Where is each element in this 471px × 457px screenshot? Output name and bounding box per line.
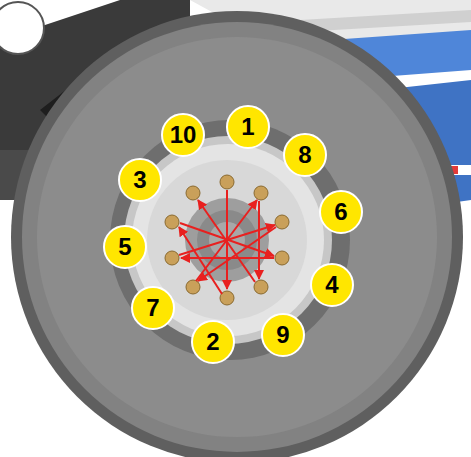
callout-circle: 5: [103, 225, 147, 269]
callout-circle: 1: [226, 105, 270, 149]
callout-circle: 2: [191, 320, 235, 364]
callout-number: 5: [118, 235, 131, 259]
callout-number: 10: [170, 123, 197, 147]
callout-number: 6: [334, 200, 347, 224]
callout-number: 3: [133, 168, 146, 192]
callout-circle: 3: [118, 158, 162, 202]
callout-number: 4: [325, 273, 338, 297]
callout-number: 9: [276, 323, 289, 347]
callout-number: 2: [206, 330, 219, 354]
callout-circle: 9: [261, 313, 305, 357]
callout-circle: 8: [283, 133, 327, 177]
callout-circle: 4: [310, 263, 354, 307]
callout-circle: 6: [319, 190, 363, 234]
callout-number: 7: [146, 296, 159, 320]
callout-number: 8: [298, 143, 311, 167]
callout-number: 1: [241, 115, 254, 139]
callout-circle: 10: [161, 113, 205, 157]
callout-circle: 7: [131, 286, 175, 330]
